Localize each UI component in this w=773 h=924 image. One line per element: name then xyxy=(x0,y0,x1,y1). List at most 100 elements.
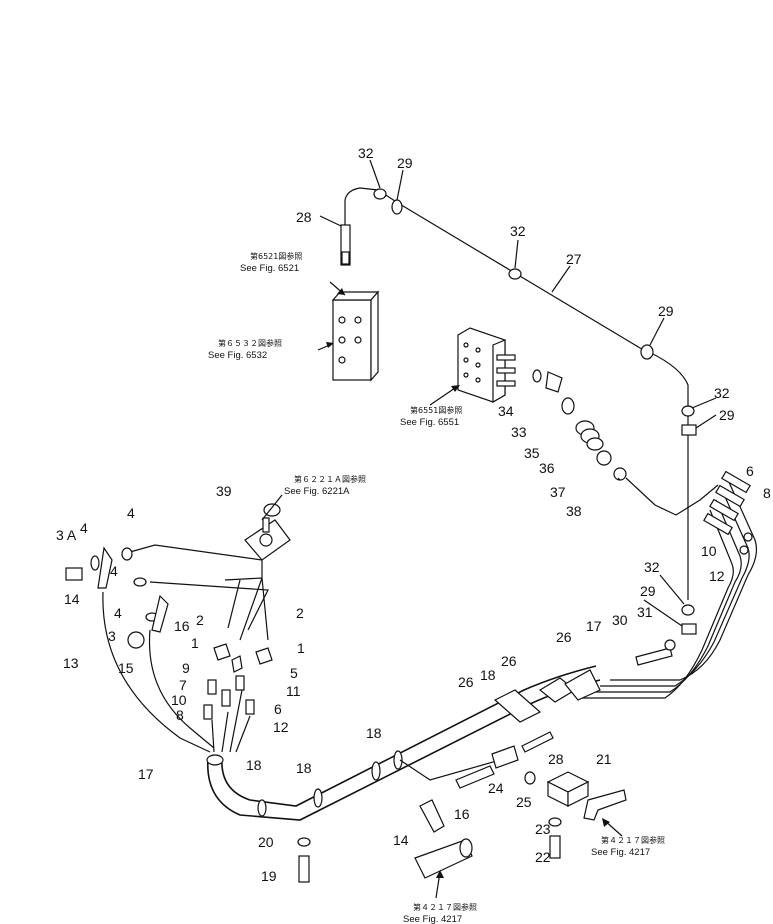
callout-c21: 21 xyxy=(596,751,612,767)
plug-3a xyxy=(65,567,83,581)
tee-24 xyxy=(491,745,519,769)
reference-jp-r4217a: 第４２１７図参照 xyxy=(601,835,665,845)
callout-c18a: 18 xyxy=(366,725,382,741)
reference-en-r6221a: See Fig. 6221A xyxy=(284,486,350,497)
callout-c26c: 26 xyxy=(556,629,572,645)
clamp-29-right2 xyxy=(681,424,697,436)
plug-38 xyxy=(613,467,627,481)
washer-20 xyxy=(297,837,311,847)
clamp-32-top xyxy=(373,188,387,200)
callout-c8r: 8 xyxy=(763,485,771,501)
plug-3 xyxy=(127,631,145,649)
clamp-29-low xyxy=(681,623,697,635)
callout-c35: 35 xyxy=(524,445,540,461)
reference-en-r6521: See Fig. 6521 xyxy=(240,263,299,274)
connectors xyxy=(203,675,255,720)
callout-c12l: 12 xyxy=(273,719,289,735)
callout-c9: 9 xyxy=(182,660,190,676)
callout-c23: 23 xyxy=(535,821,551,837)
callout-c22: 22 xyxy=(535,849,551,865)
callout-c4a: 4 xyxy=(80,520,88,536)
block-6551 xyxy=(457,327,516,404)
bolt-19 xyxy=(298,855,310,883)
reference-jp-r6221a: 第６２２１Ａ図参照 xyxy=(294,474,366,484)
callout-c14b: 14 xyxy=(393,832,409,848)
callout-c30: 30 xyxy=(612,612,628,628)
callout-c28b: 28 xyxy=(548,751,564,767)
reference-jp-r6521: 第6521図参照 xyxy=(250,251,302,261)
oring-34 xyxy=(532,369,542,383)
elbow-16-low xyxy=(455,765,495,789)
reference-r6551: 第6551図参照 See Fig. 6551 xyxy=(400,405,462,428)
line-38 xyxy=(625,477,719,516)
reference-arrows xyxy=(261,281,623,899)
reference-r6532: 第６５３２図参照 See Fig. 6532 xyxy=(208,338,282,361)
orings-4 xyxy=(90,547,159,622)
block-21 xyxy=(546,771,590,807)
callout-c18d: 18 xyxy=(480,667,496,683)
reference-jp-r6532: 第６５３２図参照 xyxy=(218,338,282,348)
callout-c11: 11 xyxy=(286,683,301,699)
callout-c10l: 10 xyxy=(171,692,187,708)
elbow-16-left xyxy=(151,594,169,633)
callout-c18b: 18 xyxy=(246,757,262,773)
fittings-1 xyxy=(213,643,273,673)
callout-c32b: 32 xyxy=(510,223,526,239)
callout-c13: 13 xyxy=(63,655,79,671)
callout-c36: 36 xyxy=(539,460,555,476)
reference-r6521: 第6521図参照 See Fig. 6521 xyxy=(240,251,302,274)
callout-c7: 7 xyxy=(179,677,187,693)
callout-c29b: 29 xyxy=(658,303,674,319)
bracket-6221a xyxy=(244,517,291,561)
reference-labels: 第6521図参照 See Fig. 6521 第６５３２図参照 See Fig. 65… xyxy=(208,251,665,924)
callout-c17l: 17 xyxy=(138,766,154,782)
callout-c32c: 32 xyxy=(714,385,730,401)
callout-c8l: 8 xyxy=(176,707,184,723)
clamp-29-top xyxy=(391,199,403,215)
leader-lines xyxy=(319,159,717,627)
clamp-32-mid xyxy=(508,268,522,280)
callout-c5: 5 xyxy=(290,665,298,681)
bolt-30 xyxy=(635,647,673,666)
callout-c27: 27 xyxy=(566,251,582,267)
callout-c4b: 4 xyxy=(127,505,135,521)
callout-c29a: 29 xyxy=(397,155,413,171)
nut-37 xyxy=(596,450,612,466)
conduit-18 xyxy=(206,665,601,821)
clamp-32-right xyxy=(681,405,695,417)
callout-c26a: 26 xyxy=(458,674,474,690)
callout-c6: 6 xyxy=(746,463,754,479)
callout-c34: 34 xyxy=(498,403,514,419)
callout-c16b: 16 xyxy=(454,806,470,822)
elbow-33 xyxy=(545,371,563,393)
callout-c33: 33 xyxy=(511,424,527,440)
callout-c39: 39 xyxy=(216,483,232,499)
callout-c29c: 29 xyxy=(719,407,735,423)
callout-c20: 20 xyxy=(258,834,274,850)
callout-c3a: 3 A xyxy=(56,527,77,543)
reference-en-r6532: See Fig. 6532 xyxy=(208,350,267,361)
reference-en-r4217b: See Fig. 4217 xyxy=(403,914,462,924)
washer-31 xyxy=(664,639,676,651)
callout-c6l: 6 xyxy=(274,701,282,717)
callout-c1a: 1 xyxy=(191,635,199,651)
callout-c4c: 4 xyxy=(110,563,118,579)
clamp-29-right xyxy=(640,344,654,360)
elbow-14-low xyxy=(419,799,445,833)
callout-c15: 15 xyxy=(118,660,134,676)
elbow-14-left xyxy=(97,546,113,589)
tube-assembly xyxy=(129,544,269,641)
reference-jp-r6551: 第6551図参照 xyxy=(410,405,462,415)
bolt-22 xyxy=(549,835,561,859)
callout-c12r: 12 xyxy=(709,568,725,584)
valve-6532 xyxy=(331,290,380,382)
callout-c24: 24 xyxy=(488,780,504,796)
callout-c14l: 14 xyxy=(64,591,80,607)
callout-c1b: 1 xyxy=(297,640,305,656)
callout-c2b: 2 xyxy=(296,605,304,621)
reference-en-r6551: See Fig. 6551 xyxy=(400,417,459,428)
